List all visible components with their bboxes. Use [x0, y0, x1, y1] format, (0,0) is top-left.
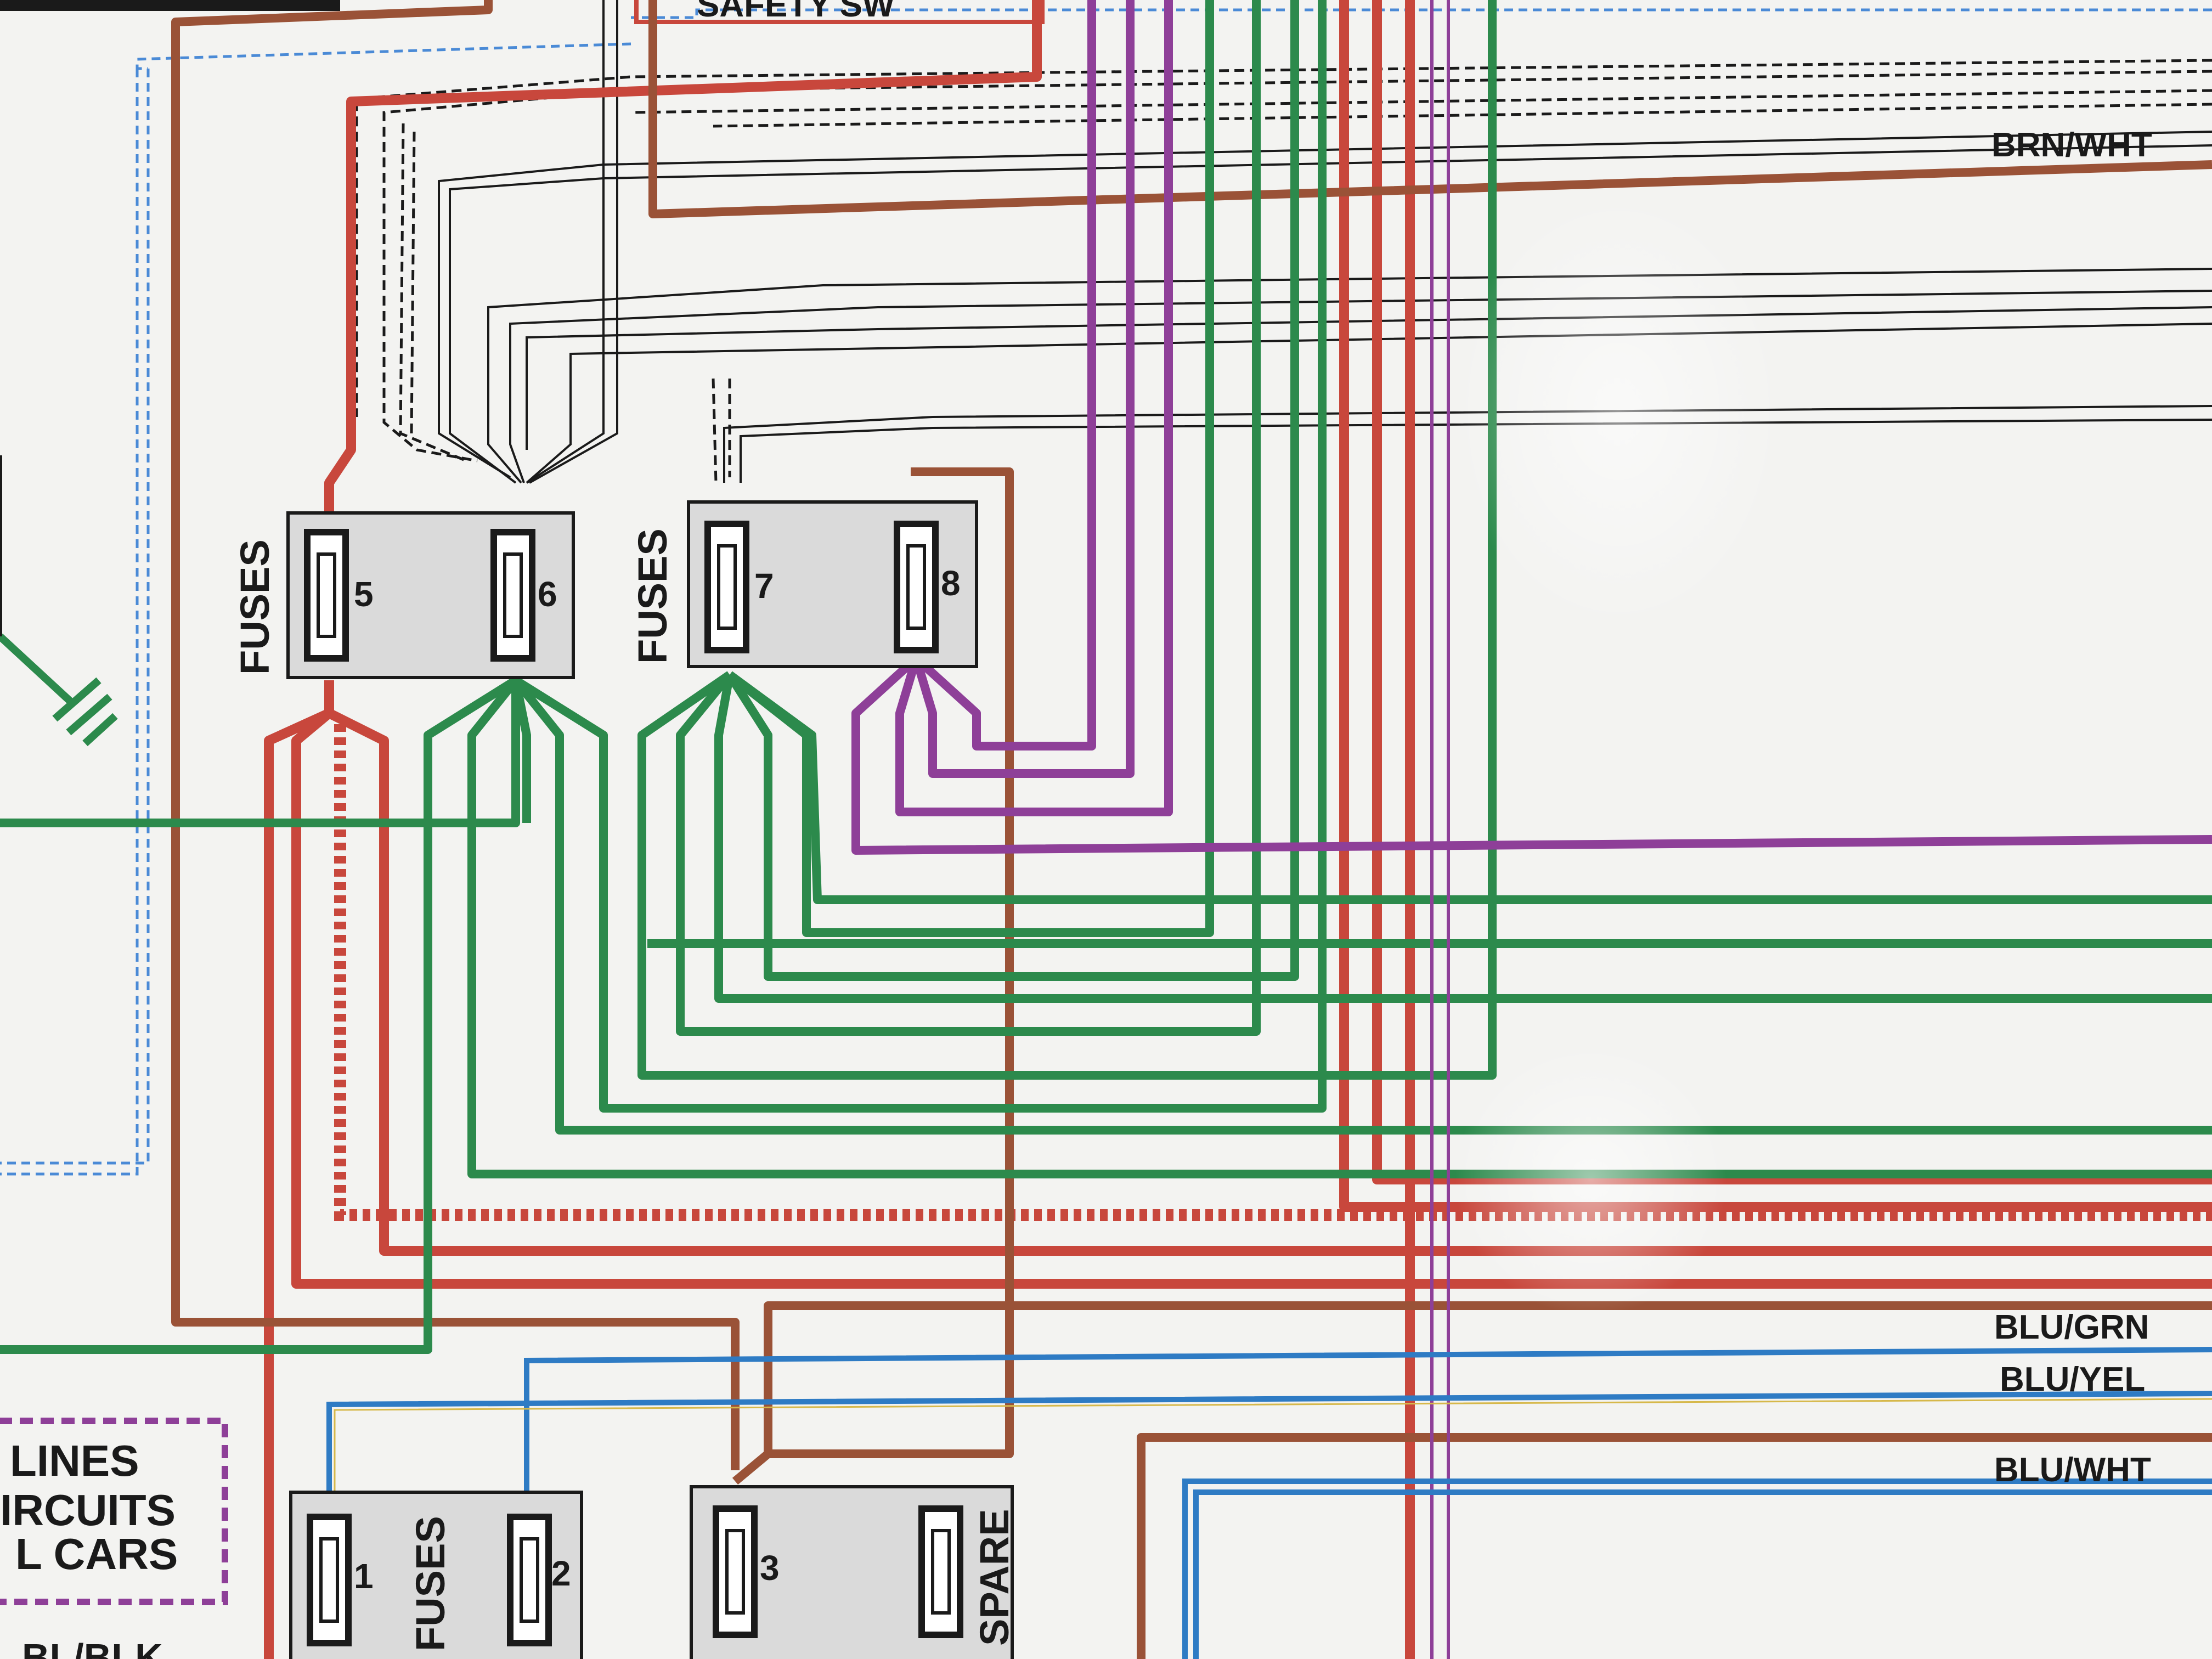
fuse-number: 8 — [941, 563, 961, 603]
black-dashed-lines — [355, 59, 2212, 483]
fuse-5: 5 — [304, 529, 374, 662]
blue-wires — [326, 1347, 2212, 1659]
wire-label-blu-grn: BLU/GRN — [1994, 1308, 2149, 1346]
fuse-8: 8 — [894, 521, 961, 653]
wire-label-blu-yel: BLU/YEL — [2000, 1361, 2145, 1398]
brown-wires — [171, 0, 2212, 1659]
purple-thin-wire — [1430, 0, 1450, 1659]
fuse-2: 2 — [507, 1514, 571, 1646]
wire-label-brn-wht: BRN/WHT — [1991, 126, 2152, 164]
fuse-block-top-left: FUSES 5 6 — [232, 511, 575, 679]
spare-label: SPARE — [972, 1509, 1017, 1646]
safety-switch-label: SAFETY SW — [697, 0, 895, 24]
fuse-number: 5 — [354, 574, 374, 614]
fuse-block-top-right: FUSES 7 8 — [630, 500, 978, 668]
fuse-block-label: FUSES — [630, 528, 675, 664]
red-wires — [264, 0, 2212, 1659]
fuse-3: 3 — [713, 1505, 780, 1638]
fuse-6: 6 — [490, 529, 557, 662]
fuse-number: 2 — [551, 1554, 571, 1593]
fuse-number: 7 — [754, 566, 774, 606]
purple-wires — [851, 0, 2212, 855]
legend-line: LINES — [10, 1436, 139, 1485]
fuse-number: 1 — [354, 1556, 374, 1596]
fuse-block-bottom-left: FUSES 1 2 — [289, 1491, 583, 1659]
fuse-block-label: FUSES — [408, 1516, 453, 1651]
fuse-number: 6 — [538, 574, 557, 614]
safety-switch-box: SAFETY SW — [634, 0, 1045, 24]
dashed-blue-boundary — [0, 8, 2212, 1176]
legend-line: L CARS — [15, 1530, 178, 1578]
legend-box: LINES IRCUITS L CARS — [0, 1418, 228, 1605]
fuse-block-label: FUSES — [232, 539, 278, 675]
legend-bottom-partial: BL/BLK — [22, 1636, 163, 1659]
fuse-number: 3 — [760, 1548, 780, 1588]
red-dashed-wire — [334, 724, 2212, 1221]
legend-line: IRCUITS — [0, 1486, 176, 1534]
green-wires — [0, 0, 2212, 1354]
ground-icon — [0, 633, 118, 747]
fuse-spare — [918, 1505, 963, 1638]
fuse-7: 7 — [704, 521, 774, 653]
fuse-1: 1 — [307, 1514, 374, 1646]
frame-corner — [0, 0, 340, 11]
wire-label-blu-wht: BLU/WHT — [1994, 1451, 2151, 1489]
fuse-block-bottom-right: 3 SPARE — [690, 1485, 1017, 1659]
